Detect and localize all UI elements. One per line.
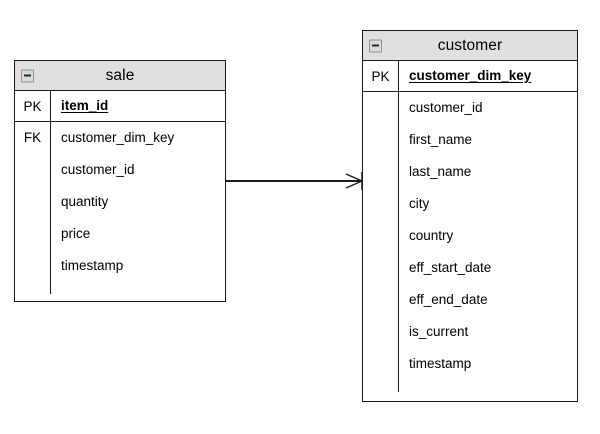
- entity-sale-fk-key-label: FK: [15, 122, 51, 294]
- field-quantity: quantity: [61, 194, 109, 209]
- entity-customer-title: customer: [437, 36, 503, 54]
- field-country: country: [409, 228, 454, 243]
- relationship-line-sale-customer[interactable]: [226, 180, 362, 182]
- entity-customer-pk-key-label: PK: [363, 61, 399, 91]
- minus-glyph: [372, 44, 379, 47]
- field-eff-start-date: eff_start_date: [409, 260, 492, 275]
- entity-sale-pk-fields: item_id: [51, 91, 225, 121]
- entity-sale-title: sale: [105, 66, 135, 84]
- entity-customer-attribute-row: customer_id first_name last_name city co…: [363, 92, 577, 392]
- entity-sale-header: sale: [15, 61, 225, 91]
- entity-customer-bottom-pad: [399, 380, 577, 392]
- field-eff-end-date: eff_end_date: [409, 292, 488, 307]
- entity-sale[interactable]: sale PK item_id FK customer_dim_key cust…: [14, 60, 226, 302]
- field-customer-dim-key: customer_dim_key: [61, 130, 175, 145]
- entity-customer-header: customer: [363, 31, 577, 61]
- field-item-id: item_id: [61, 98, 109, 113]
- entity-customer-pk-row: PK customer_dim_key: [363, 61, 577, 92]
- entity-sale-pk-row: PK item_id: [15, 91, 225, 122]
- crows-foot-many-icon: [345, 172, 363, 190]
- field-price: price: [61, 226, 91, 241]
- collapse-minus-icon[interactable]: [369, 39, 382, 52]
- entity-customer-pk-fields: customer_dim_key: [399, 61, 577, 91]
- entity-customer-attribute-fields: customer_id first_name last_name city co…: [399, 92, 577, 392]
- entity-sale-pk-key-label: PK: [15, 91, 51, 121]
- entity-sale-attribute-fields: customer_dim_key customer_id quantity pr…: [51, 122, 225, 294]
- field-last-name: last_name: [409, 164, 472, 179]
- collapse-minus-icon[interactable]: [21, 69, 34, 82]
- field-first-name: first_name: [409, 132, 473, 147]
- field-customer-dim-key: customer_dim_key: [409, 68, 532, 83]
- crowfoot-prong-lower: [345, 180, 363, 189]
- field-customer-id: customer_id: [61, 162, 135, 177]
- minus-glyph: [24, 74, 31, 77]
- entity-sale-bottom-pad: [51, 282, 225, 294]
- entity-customer-attr-key-label: [363, 92, 399, 392]
- entity-sale-attribute-row: FK customer_dim_key customer_id quantity…: [15, 122, 225, 294]
- field-is-current: is_current: [409, 324, 469, 339]
- entity-customer[interactable]: customer PK customer_dim_key customer_id…: [362, 30, 578, 402]
- crowfoot-prong-upper: [345, 173, 363, 182]
- field-city: city: [409, 196, 430, 211]
- field-customer-id: customer_id: [409, 100, 483, 115]
- field-timestamp: timestamp: [409, 356, 472, 371]
- field-timestamp: timestamp: [61, 258, 124, 273]
